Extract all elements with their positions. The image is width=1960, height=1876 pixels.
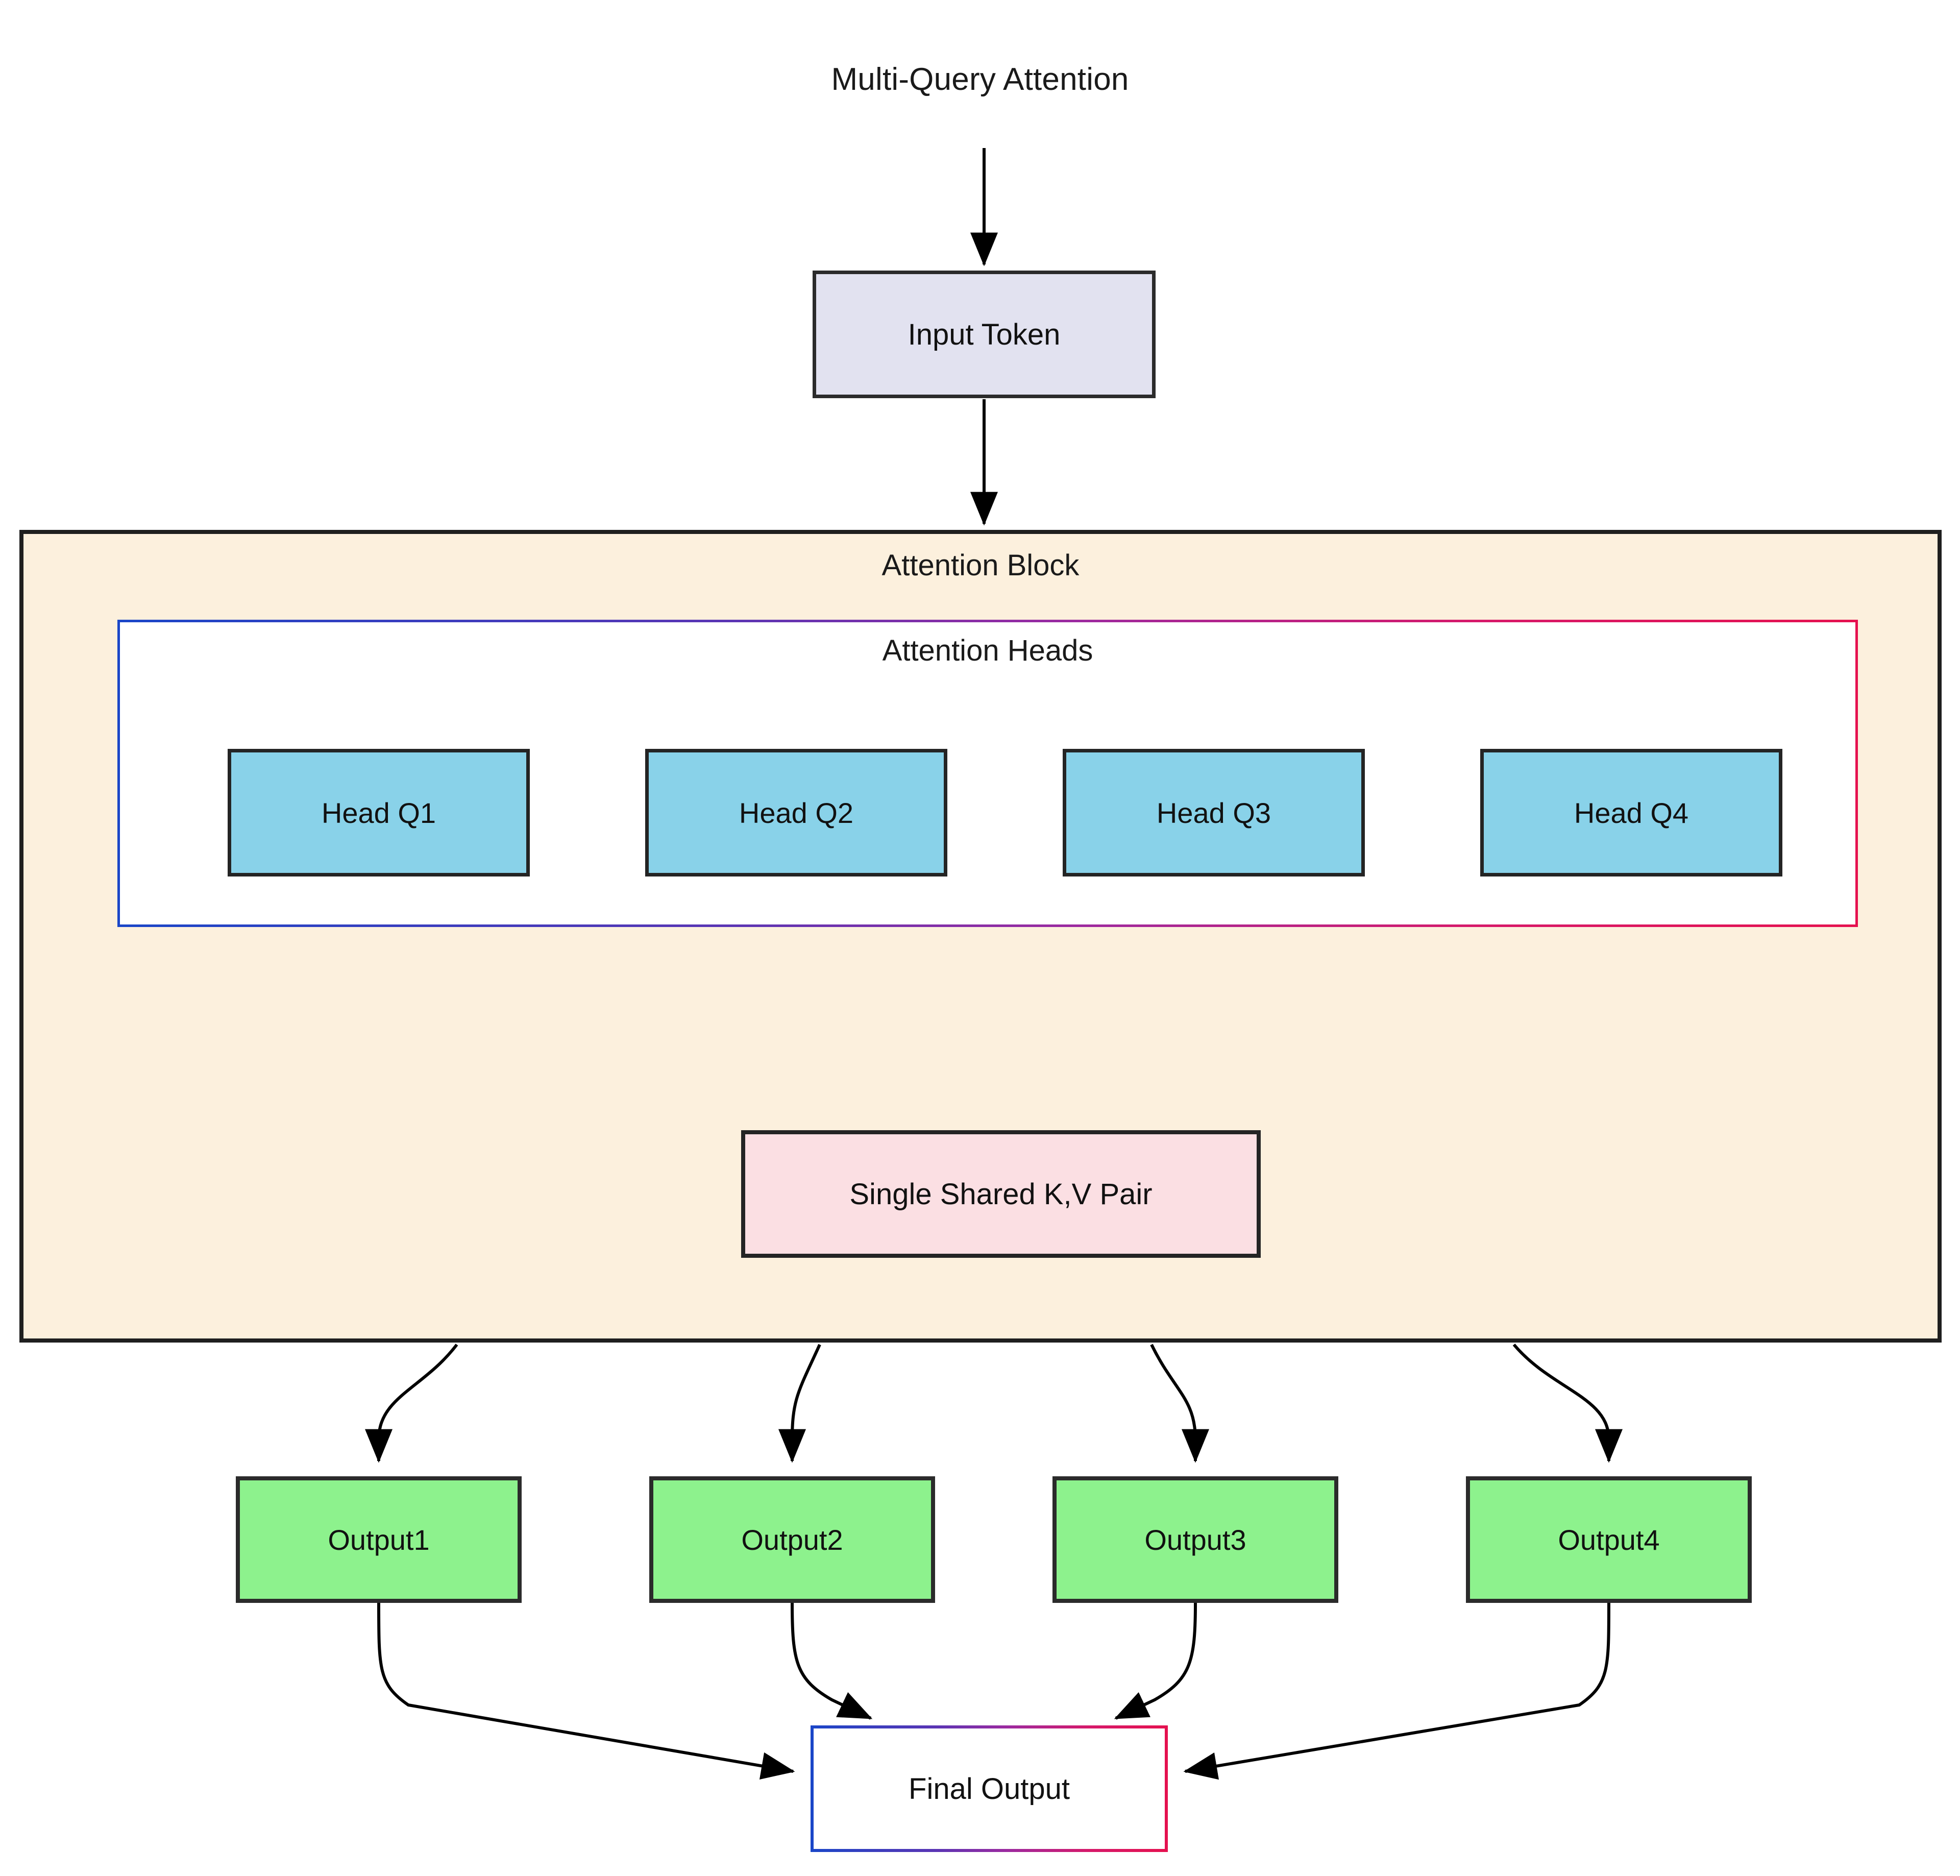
edge-attention-block-to-output1 — [365, 1344, 458, 1463]
container-attention-block[interactable]: Attention Block Attention Heads Head Q1 … — [19, 530, 1942, 1343]
edge-output3-to-final-output — [1114, 1602, 1197, 1720]
output3-label: Output3 — [1144, 1523, 1246, 1556]
node-input-token[interactable]: Input Token — [813, 271, 1156, 398]
diagram-title: Multi-Query Attention — [831, 62, 1129, 97]
final-output-label: Final Output — [909, 1772, 1070, 1806]
node-shared-kv-pair[interactable]: Single Shared K,V Pair — [741, 1130, 1261, 1258]
output2-label: Output2 — [741, 1523, 843, 1556]
edge-attention-block-to-output3 — [1150, 1344, 1209, 1463]
output1-label: Output1 — [328, 1523, 430, 1556]
node-head-q1[interactable]: Head Q1 — [228, 749, 530, 876]
node-output4[interactable]: Output4 — [1466, 1476, 1752, 1603]
node-final-output[interactable]: Final Output — [811, 1725, 1168, 1852]
output4-label: Output4 — [1558, 1523, 1660, 1556]
attention-heads-label: Attention Heads — [882, 634, 1093, 667]
input-token-label: Input Token — [908, 318, 1061, 351]
node-head-q2[interactable]: Head Q2 — [645, 749, 947, 876]
head-q3-label: Head Q3 — [1156, 796, 1271, 829]
node-head-q4[interactable]: Head Q4 — [1480, 749, 1782, 876]
container-attention-heads[interactable]: Attention Heads Head Q1 Head Q2 Head Q3 … — [117, 620, 1858, 927]
node-head-q3[interactable]: Head Q3 — [1063, 749, 1365, 876]
node-output3[interactable]: Output3 — [1052, 1476, 1338, 1603]
node-output1[interactable]: Output1 — [236, 1476, 522, 1603]
shared-kv-pair-label: Single Shared K,V Pair — [849, 1177, 1153, 1211]
head-q4-label: Head Q4 — [1574, 796, 1689, 829]
head-q1-label: Head Q1 — [321, 796, 436, 829]
node-output2[interactable]: Output2 — [649, 1476, 935, 1603]
edge-attention-block-to-output4 — [1512, 1344, 1623, 1463]
edge-attention-block-to-output2 — [778, 1344, 821, 1463]
attention-block-label: Attention Block — [881, 549, 1080, 582]
edge-output2-to-final-output — [791, 1602, 873, 1720]
edge-output4-to-final-output — [1183, 1602, 1610, 1780]
head-q2-label: Head Q2 — [739, 796, 854, 829]
edge-output1-to-final-output — [377, 1602, 795, 1780]
